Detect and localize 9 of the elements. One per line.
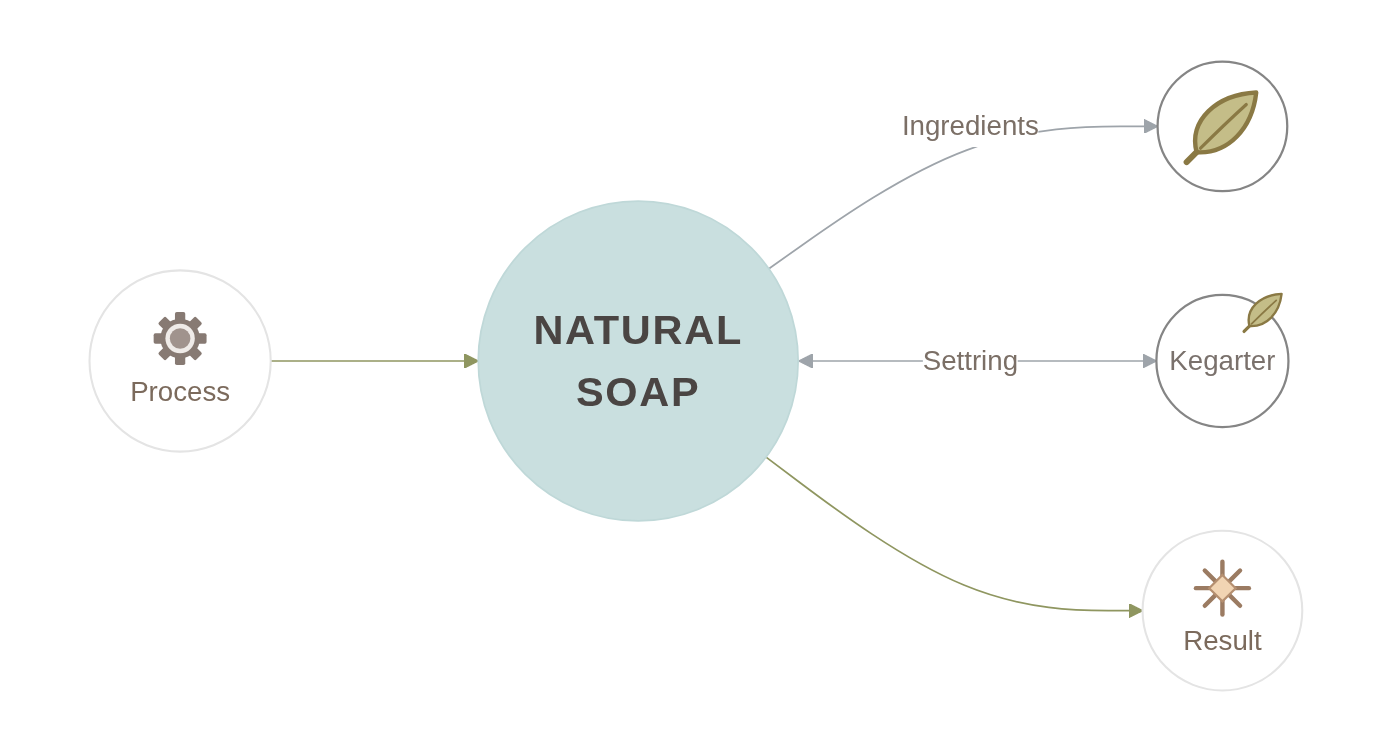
node-label: Result xyxy=(1183,625,1262,658)
topic-circle xyxy=(477,200,800,522)
icon-circle xyxy=(1141,529,1304,692)
node-label: NATURAL SOAP xyxy=(532,304,745,417)
node-label: Kegarter xyxy=(1169,344,1276,378)
icon-circle xyxy=(1156,60,1289,193)
icon-circle xyxy=(88,269,272,453)
node-label: Process xyxy=(130,375,231,408)
circle-node xyxy=(1155,292,1290,429)
